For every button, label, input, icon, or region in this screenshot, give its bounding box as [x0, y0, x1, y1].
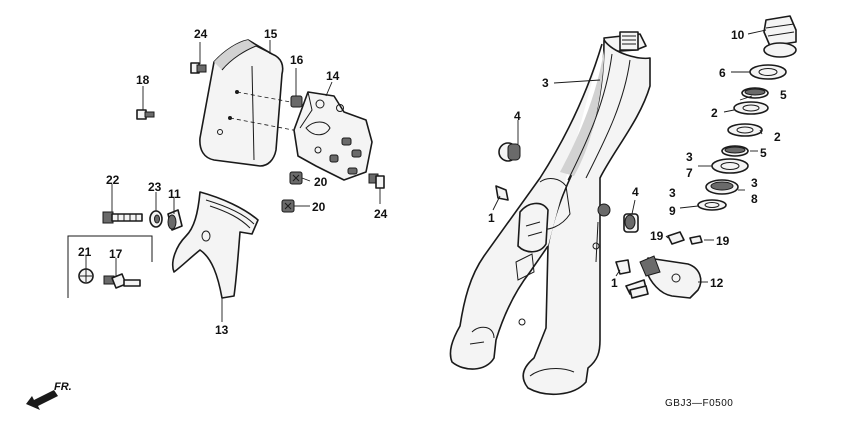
part-12-steering-lock — [625, 255, 702, 299]
callout-13: 13 — [215, 323, 229, 337]
callout-5-lower: 5 — [760, 146, 767, 160]
callout-24-lower: 24 — [374, 207, 388, 221]
part-13-lower-shield — [171, 191, 259, 299]
part-20-clip-nut-lower — [281, 199, 295, 213]
part-9-washer — [697, 199, 727, 211]
callout-3-bearing: 3 — [686, 150, 693, 164]
callout-3: 3 — [542, 76, 549, 90]
callout-20-lower: 20 — [312, 200, 326, 214]
part-3-main-frame — [449, 31, 651, 396]
callout-8: 8 — [751, 192, 758, 206]
part-14-bracket — [293, 91, 373, 181]
callout-19-left: 19 — [650, 229, 664, 243]
part-6-bearing-race — [749, 64, 787, 80]
part-1-cap-right — [615, 259, 631, 275]
callout-6: 6 — [719, 66, 726, 80]
part-2-race-lower — [727, 123, 763, 137]
callout-7: 7 — [686, 166, 693, 180]
part-19-screw-left — [667, 231, 685, 245]
callout-15: 15 — [264, 27, 278, 41]
callout-9: 9 — [669, 204, 676, 218]
part-19-screw-right — [689, 235, 703, 245]
part-2-race-upper — [733, 101, 769, 115]
part-1-cap-left — [495, 185, 509, 201]
part-17-screw — [103, 273, 141, 289]
part-5-ball-bearing-lower — [721, 145, 749, 157]
callout-23: 23 — [148, 180, 162, 194]
alignment-line — [236, 91, 297, 104]
part-7-bearing-race — [711, 158, 749, 174]
callout-14: 14 — [326, 69, 340, 83]
part-22-bolt — [102, 211, 143, 224]
callout-16: 16 — [290, 53, 304, 67]
part-5-ball-bearing-upper — [741, 87, 769, 99]
front-label: FR. — [54, 381, 72, 393]
callout-4-left: 4 — [514, 109, 521, 123]
callout-10: 10 — [731, 28, 745, 42]
front-direction-arrow: FR. — [26, 381, 72, 410]
part-10-lock-nut — [763, 15, 797, 58]
part-20-clip-nut-upper — [289, 171, 303, 185]
callout-20-upper: 20 — [314, 175, 328, 189]
part-23-washer — [149, 210, 163, 228]
part-4-rubber-left — [498, 142, 521, 162]
callout-18: 18 — [136, 73, 150, 87]
part-21-clip — [78, 268, 94, 284]
callout-5-upper: 5 — [780, 88, 787, 102]
callout-1-right: 1 — [611, 276, 618, 290]
part-18-screw — [136, 109, 155, 120]
callout-2-upper: 2 — [711, 106, 718, 120]
callout-17: 17 — [109, 247, 123, 261]
callout-3-seal: 3 — [669, 186, 676, 200]
callout-24: 24 — [194, 27, 208, 41]
part-16-clip-nut — [290, 95, 303, 108]
leader-lines — [85, 29, 767, 322]
callout-11: 11 — [168, 187, 181, 201]
callout-21: 21 — [78, 245, 92, 259]
callout-2-lower: 2 — [774, 130, 781, 144]
part-24-bolt-lower — [368, 173, 385, 189]
part-11-collar — [167, 209, 183, 231]
callout-19-right: 19 — [716, 234, 730, 248]
callout-1-left: 1 — [488, 211, 495, 225]
part-15-upper-cover — [199, 39, 284, 167]
callout-4-right: 4 — [632, 185, 639, 199]
callout-3-right: 3 — [751, 176, 758, 190]
callout-22: 22 — [106, 173, 120, 187]
part-24-bolt-top — [190, 62, 207, 74]
callout-12: 12 — [710, 276, 724, 290]
part-4-rubber-right — [623, 213, 639, 233]
part-8-dust-seal — [705, 179, 739, 195]
alignment-line — [229, 117, 299, 132]
diagram-code: GBJ3—F0500 — [665, 398, 733, 409]
inset-frame — [67, 235, 153, 298]
